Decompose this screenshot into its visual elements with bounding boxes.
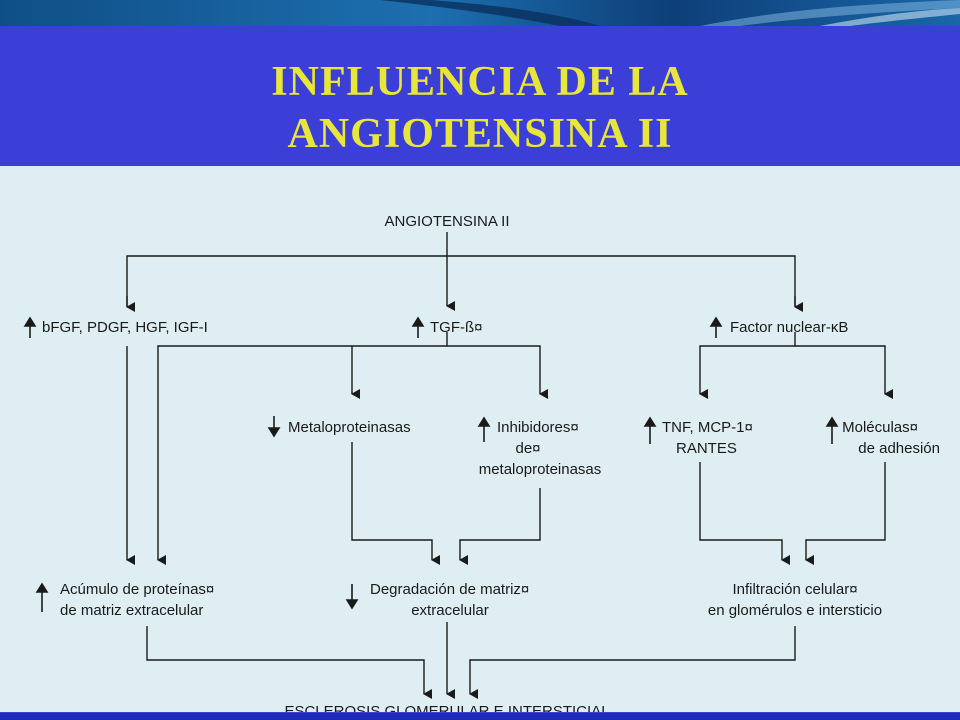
label-infiltracion-1: Infiltración celular¤	[732, 581, 857, 598]
up-arrow-icon	[477, 416, 491, 442]
arrow-infiltracion-to-esclerosis	[469, 626, 796, 699]
label-inhibidores-3: metaloproteinasas	[479, 461, 602, 478]
arrow-nfkb-to-tnf	[699, 332, 796, 399]
label-tnf-1: TNF, MCP-1¤	[662, 419, 753, 436]
label-degradacion-2: extracelular	[411, 602, 489, 619]
label-inhibidores-1: Inhibidores¤	[497, 419, 579, 436]
title-line-1: INFLUENCIA DE LA	[271, 59, 689, 105]
arrow-metalo-to-degradacion	[351, 442, 440, 565]
label-degradacion-1: Degradación de matriz¤	[370, 581, 529, 598]
label-growth-factors: bFGF, PDGF, HGF, IGF-I	[42, 319, 208, 336]
indicator-arrows	[23, 316, 839, 612]
label-moleculas-1: Moléculas¤	[842, 419, 918, 436]
label-infiltracion-2: en glomérulos e intersticio	[708, 602, 882, 619]
up-arrow-icon	[643, 416, 657, 444]
root-branch-line	[126, 255, 796, 306]
arrow-tnf-to-infiltracion	[699, 462, 790, 565]
wave-decoration	[380, 0, 960, 26]
arrow-tgf-to-acumulo	[157, 345, 352, 565]
label-factor-nuclear: Factor nuclear-κB	[730, 319, 848, 336]
diagram-labels: ANGIOTENSINA II bFGF, PDGF, HGF, IGF-I T…	[42, 213, 940, 712]
title-line-2: ANGIOTENSINA II	[287, 111, 673, 157]
label-angiotensina-ii: ANGIOTENSINA II	[384, 213, 509, 230]
label-esclerosis: ESCLEROSIS GLOMERULAR E INTERSTICIAL	[284, 703, 609, 712]
label-acumulo-2: de matriz extracelular	[60, 602, 203, 619]
up-arrow-icon	[23, 316, 37, 338]
label-tgf-beta: TGF-ß¤	[430, 319, 483, 336]
flow-diagram: ANGIOTENSINA II bFGF, PDGF, HGF, IGF-I T…	[23, 213, 940, 712]
label-moleculas-2: de adhesión	[858, 440, 940, 457]
arrow-acumulo-to-esclerosis	[146, 626, 432, 699]
top-decorative-band	[0, 0, 960, 26]
slide: INFLUENCIA DE LA ANGIOTENSINA II	[0, 26, 960, 720]
arrow-inhibidores-to-degradacion	[459, 488, 541, 565]
up-arrow-icon	[709, 316, 723, 338]
arrow-tgf-to-metaloproteinasas	[351, 332, 448, 399]
arrow-moleculas-to-infiltracion	[805, 462, 886, 565]
connector-lines	[126, 232, 893, 699]
bottom-border	[0, 713, 960, 720]
up-arrow-icon	[411, 316, 425, 338]
label-metaloproteinasas: Metaloproteinasas	[288, 419, 411, 436]
slide-title: INFLUENCIA DE LA ANGIOTENSINA II	[0, 56, 960, 160]
down-arrow-icon	[267, 416, 281, 438]
arrow-nfkb-to-moleculas	[795, 345, 893, 399]
label-tnf-2: RANTES	[676, 440, 737, 457]
up-arrow-icon	[825, 416, 839, 444]
down-arrow-icon	[345, 584, 359, 610]
label-inhibidores-2: de¤	[515, 440, 540, 457]
diagram-panel: ANGIOTENSINA II bFGF, PDGF, HGF, IGF-I T…	[0, 166, 960, 712]
label-acumulo-1: Acúmulo de proteínas¤	[60, 581, 214, 598]
arrow-tgf-to-inhibidores	[447, 345, 548, 399]
up-arrow-icon	[35, 582, 49, 612]
